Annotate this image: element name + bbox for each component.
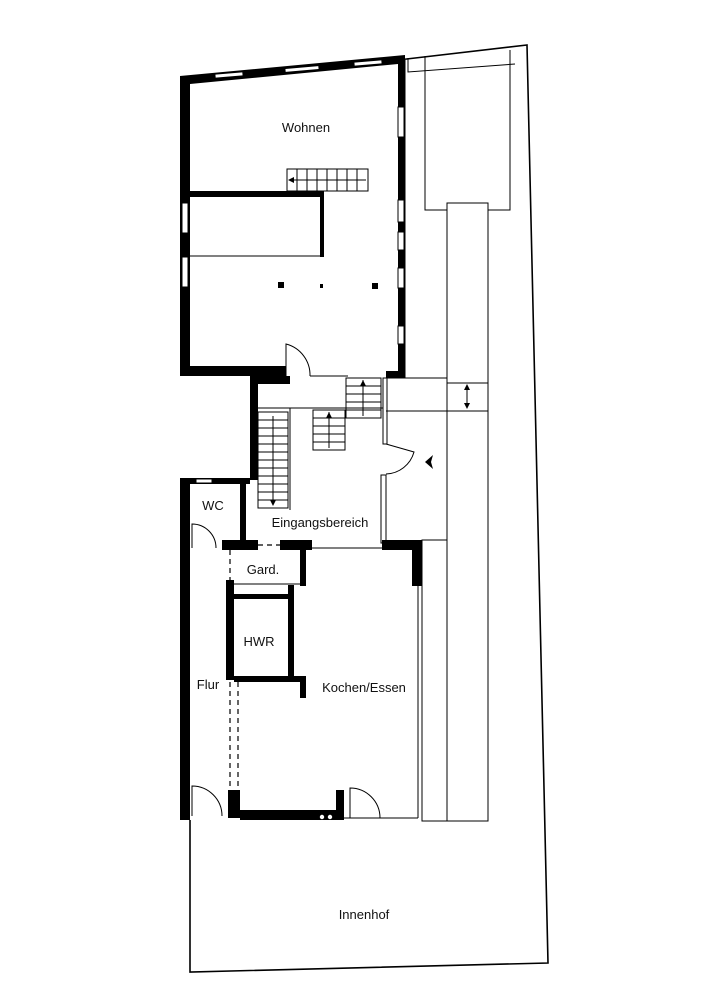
stair-wohnen bbox=[286, 168, 369, 192]
stair-entrance-middle bbox=[312, 409, 346, 451]
room-label-innenhof: Innenhof bbox=[339, 907, 390, 922]
lower-block bbox=[180, 540, 423, 820]
wc-block bbox=[180, 478, 250, 549]
room-label-eingangsbereich: Eingangsbereich bbox=[272, 515, 369, 530]
plot-boundary bbox=[189, 44, 549, 973]
room-label-wc: WC bbox=[202, 498, 224, 513]
room-label-flur: Flur bbox=[197, 677, 220, 692]
room-label-kochen-essen: Kochen/Essen bbox=[322, 680, 406, 695]
stair-entrance-right bbox=[345, 377, 382, 419]
wohnen-block bbox=[180, 55, 405, 378]
stair-entrance-left bbox=[257, 411, 289, 509]
walkway-lines bbox=[386, 60, 489, 822]
eingang-block bbox=[250, 375, 470, 544]
room-label-wohnen: Wohnen bbox=[282, 120, 330, 135]
room-label-garderobe: Gard. bbox=[247, 562, 280, 577]
room-label-hwr: HWR bbox=[243, 634, 274, 649]
